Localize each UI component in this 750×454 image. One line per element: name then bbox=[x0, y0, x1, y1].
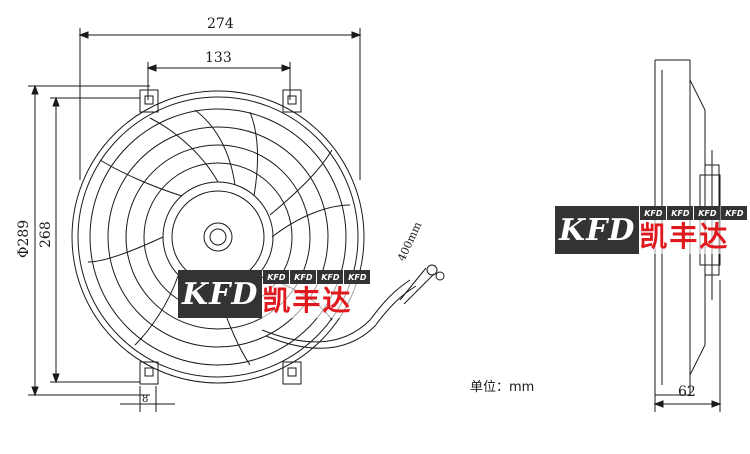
mount-span-label: 133 bbox=[205, 50, 232, 66]
depth-label: 62 bbox=[678, 384, 696, 400]
slot-label: 8 bbox=[142, 394, 148, 405]
overall-width-label: 274 bbox=[207, 16, 234, 32]
watermark-tag: KFD bbox=[317, 270, 344, 284]
mount-height-label: 268 bbox=[38, 221, 54, 248]
watermark-chinese: 凯丰达 bbox=[639, 220, 748, 254]
watermark-tag: KFD bbox=[290, 270, 317, 284]
watermark-right: KFD KFD KFD KFD KFD 凯丰达 bbox=[555, 206, 748, 254]
unit-label: 单位：mm bbox=[470, 380, 535, 395]
wire-length-label: 400mm bbox=[395, 219, 425, 263]
watermark-tag: KFD bbox=[263, 270, 290, 284]
watermark-tag: KFD bbox=[721, 206, 748, 220]
watermark-logo: KFD bbox=[178, 270, 263, 318]
watermark-tag: KFD bbox=[694, 206, 721, 220]
watermark-tag: KFD bbox=[667, 206, 694, 220]
watermark-tag: KFD bbox=[344, 270, 371, 284]
watermark-left: KFD KFD KFD KFD KFD 凯丰达 bbox=[178, 270, 371, 318]
outer-diameter-label: Φ289 bbox=[16, 220, 32, 258]
watermark-tag: KFD bbox=[640, 206, 667, 220]
watermark-chinese: 凯丰达 bbox=[262, 284, 371, 318]
watermark-logo: KFD bbox=[555, 206, 640, 254]
